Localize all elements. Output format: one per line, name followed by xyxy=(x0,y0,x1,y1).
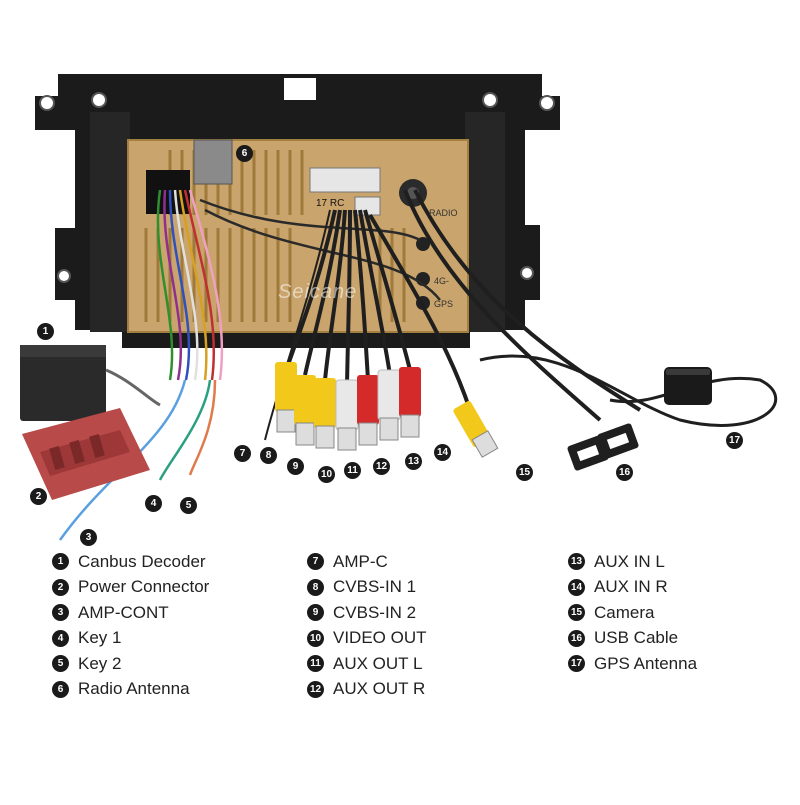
radio-port-label: RADIO xyxy=(429,208,458,218)
canbus-decoder xyxy=(20,345,161,421)
legend-item: 9 CVBS-IN 2 xyxy=(307,600,427,626)
callout-15: 15 xyxy=(516,464,533,481)
legend-number: 5 xyxy=(52,655,69,673)
legend-label: AUX IN R xyxy=(594,577,668,597)
legend-label: AUX IN L xyxy=(594,551,665,571)
callout-17: 17 xyxy=(726,432,743,449)
legend-item: 3 AMP-CONT xyxy=(52,600,209,626)
legend-item: 15 Camera xyxy=(568,600,697,626)
legend-item: 7 AMP-C xyxy=(307,549,427,575)
legend-number: 16 xyxy=(568,629,585,647)
gps-antenna xyxy=(664,367,712,405)
callout-2: 2 xyxy=(30,488,47,505)
legend-number: 2 xyxy=(52,578,69,596)
legend-label: AUX OUT L xyxy=(333,653,423,673)
legend-number: 11 xyxy=(307,655,324,673)
legend-label: VIDEO OUT xyxy=(333,628,427,648)
callout-4: 4 xyxy=(145,495,162,512)
legend-number: 7 xyxy=(307,553,324,571)
legend-label: Power Connector xyxy=(78,577,210,597)
legend-item: 14 AUX IN R xyxy=(568,575,697,601)
legend-number: 13 xyxy=(568,553,585,571)
legend-item: 8 CVBS-IN 1 xyxy=(307,575,427,601)
legend-label: GPS Antenna xyxy=(594,653,698,673)
legend-item: 17 GPS Antenna xyxy=(568,651,697,677)
legend-label: AMP-CONT xyxy=(78,602,169,622)
callout-9: 9 xyxy=(287,458,304,475)
legend-column-2: 7 AMP-C 8 CVBS-IN 1 9 CVBS-IN 2 10 VIDEO OUT… xyxy=(307,549,427,702)
gps-port-label: GPS xyxy=(434,299,454,309)
legend-label: AUX OUT R xyxy=(333,679,426,699)
legend-number: 12 xyxy=(307,680,324,698)
legend-number: 6 xyxy=(52,680,69,698)
legend-number: 14 xyxy=(568,578,585,596)
power-connector xyxy=(22,408,150,500)
usb-connectors xyxy=(567,423,639,471)
legend-item: 13 AUX IN L xyxy=(568,549,697,575)
legend-number: 1 xyxy=(52,553,69,571)
legend-item: 4 Key 1 xyxy=(52,626,209,652)
legend-label: USB Cable xyxy=(594,628,679,648)
legend-label: Key 1 xyxy=(78,628,122,648)
rca-connectors xyxy=(275,362,499,458)
legend-column-3: 13 AUX IN L 14 AUX IN R 15 Camera 16 USB Cab… xyxy=(568,549,697,677)
legend-number: 8 xyxy=(307,578,324,596)
callout-6: 6 xyxy=(236,145,253,162)
callout-8: 8 xyxy=(260,447,277,464)
legend-column-1: 1 Canbus Decoder 2 Power Connector 3 AMP-CO… xyxy=(52,549,209,702)
legend-item: 11 AUX OUT L xyxy=(307,651,427,677)
callout-12: 12 xyxy=(373,458,390,475)
legend-number: 9 xyxy=(307,604,324,622)
wire-harness xyxy=(58,189,778,541)
legend-item: 16 USB Cable xyxy=(568,626,697,652)
legend-label: Camera xyxy=(594,602,655,622)
legend-label: Key 2 xyxy=(78,653,122,673)
legend-label: CVBS-IN 1 xyxy=(333,577,417,597)
legend-label: AMP-C xyxy=(333,551,388,571)
legend-number: 3 xyxy=(52,604,69,622)
callout-11: 11 xyxy=(344,462,361,479)
callout-1: 1 xyxy=(37,323,54,340)
legend-item: 2 Power Connector xyxy=(52,575,209,601)
callout-14: 14 xyxy=(434,444,451,461)
legend-item: 10 VIDEO OUT xyxy=(307,626,427,652)
legend-number: 17 xyxy=(568,655,585,673)
4g-port-label: 4G- xyxy=(434,276,450,286)
legend-number: 4 xyxy=(52,629,69,647)
watermark: Seicane xyxy=(278,281,358,303)
callout-13: 13 xyxy=(405,453,422,470)
legend-item: 5 Key 2 xyxy=(52,651,209,677)
legend-item: 1 Canbus Decoder xyxy=(52,549,209,575)
callout-16: 16 xyxy=(616,464,633,481)
callout-5: 5 xyxy=(180,497,197,514)
legend-item: 6 Radio Antenna xyxy=(52,677,209,703)
callout-10: 10 xyxy=(318,466,335,483)
legend-item: 12 AUX OUT R xyxy=(307,677,427,703)
callout-7: 7 xyxy=(234,445,251,462)
legend-label: Canbus Decoder xyxy=(78,551,206,571)
cable-tag: 17 RC xyxy=(316,198,345,209)
legend-number: 10 xyxy=(307,629,324,647)
callout-3: 3 xyxy=(80,529,97,546)
legend-label: Radio Antenna xyxy=(78,679,190,699)
legend-number: 15 xyxy=(568,604,585,622)
legend-label: CVBS-IN 2 xyxy=(333,602,417,622)
